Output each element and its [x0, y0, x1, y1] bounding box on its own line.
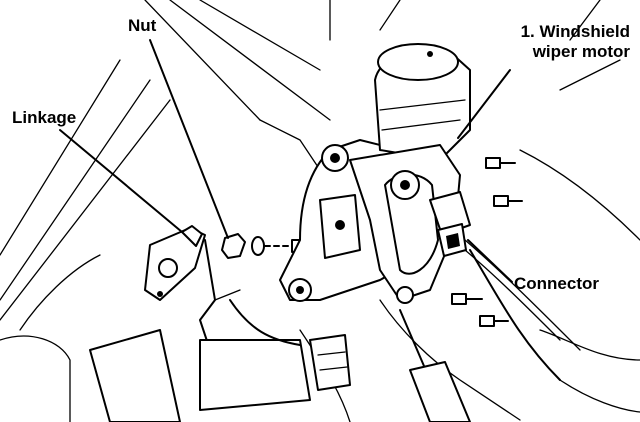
wiper-motor	[319, 43, 471, 304]
nut-label: Nut	[128, 16, 157, 35]
wiper-motor-label-line2: wiper motor	[532, 42, 630, 61]
connector-label: Connector	[514, 274, 599, 293]
linkage-label: Linkage	[12, 108, 77, 127]
wiper-motor-label: 1. Windshield wiper motor	[470, 22, 630, 62]
mounting-bolts	[451, 157, 523, 327]
leader-lines	[59, 39, 513, 283]
connector	[429, 191, 471, 257]
linkage-assembly	[144, 225, 241, 351]
lower-harness	[89, 249, 561, 422]
wiper-motor-label-line1: 1. Windshield	[520, 22, 630, 41]
